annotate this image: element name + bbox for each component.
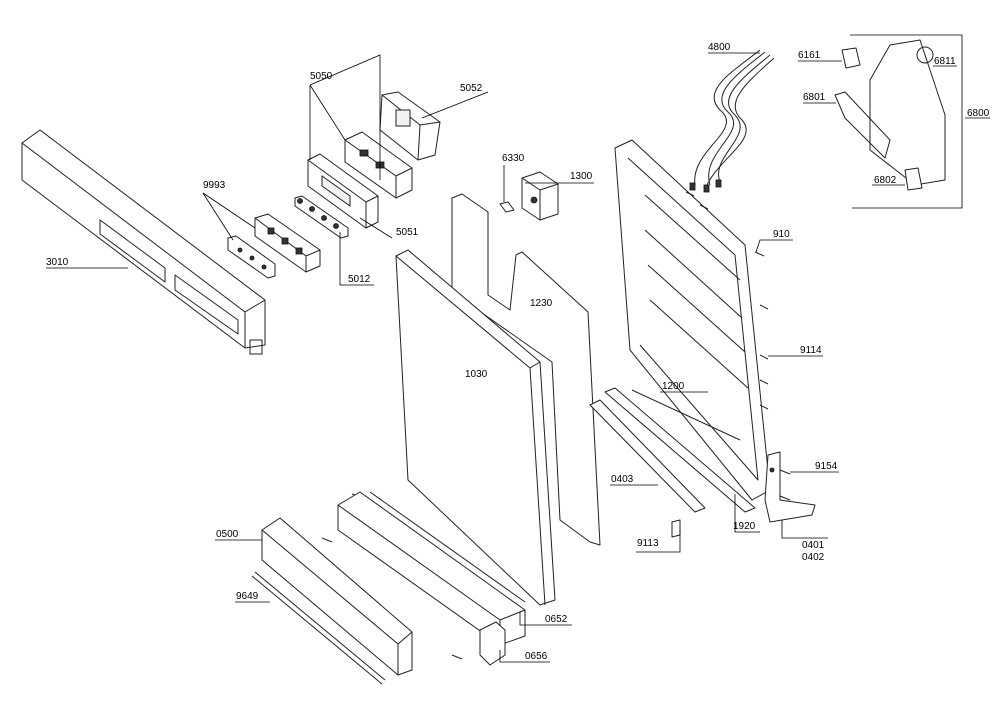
door-insulation-panel [451, 193, 601, 546]
label-9993: 9993 [203, 180, 226, 191]
label-1920: 1920 [733, 521, 756, 532]
label-6800: 6800 [967, 108, 990, 119]
label-5012: 5012 [348, 274, 371, 285]
label-5051: 5051 [396, 227, 419, 238]
door-seal-strip [589, 399, 706, 513]
screws [321, 191, 791, 660]
label-910: 910 [773, 229, 790, 240]
label-9154: 9154 [815, 461, 838, 472]
small-clip [499, 201, 515, 213]
kickplate [261, 517, 413, 676]
bottom-seal [604, 387, 756, 513]
label-9649: 9649 [236, 591, 259, 602]
label-9113: 9113 [637, 538, 659, 549]
control-panel-fascia [21, 129, 266, 355]
button-strip [227, 235, 276, 279]
label-0401: 0401 [802, 540, 825, 551]
label-6161: 6161 [798, 50, 821, 61]
label-9114: 9114 [800, 345, 822, 356]
part-labels: 4800 6161 6811 6801 6800 6802 5050 5052 … [46, 42, 990, 662]
label-0500: 0500 [216, 529, 239, 540]
label-1300: 1300 [570, 171, 593, 182]
label-1200: 1200 [662, 381, 685, 392]
label-0656: 0656 [525, 651, 548, 662]
wiring-harness [689, 49, 775, 193]
label-1230: 1230 [530, 298, 553, 309]
label-0402: 0402 [802, 552, 825, 563]
outer-door-panel [395, 249, 556, 606]
label-0652: 0652 [545, 614, 568, 625]
dispenser-assembly [834, 34, 963, 209]
label-6801: 6801 [803, 92, 826, 103]
key-buttons [294, 195, 349, 239]
label-6811: 6811 [934, 56, 956, 67]
label-3010: 3010 [46, 257, 69, 268]
module-cover [379, 91, 441, 161]
control-module-housing [307, 153, 379, 229]
display-board [254, 213, 321, 273]
label-4800: 4800 [708, 42, 731, 53]
label-6802: 6802 [874, 175, 897, 186]
label-5050: 5050 [310, 71, 333, 82]
label-5052: 5052 [460, 83, 483, 94]
door-hinge [764, 451, 816, 523]
door-lock-bracket [521, 171, 559, 221]
bottom-frame [337, 491, 526, 646]
leader-lines [46, 52, 990, 663]
label-6330: 6330 [502, 153, 525, 164]
kickplate-seal [251, 571, 386, 685]
label-1030: 1030 [465, 369, 488, 380]
foot-bracket [479, 621, 506, 666]
label-0403: 0403 [611, 474, 634, 485]
